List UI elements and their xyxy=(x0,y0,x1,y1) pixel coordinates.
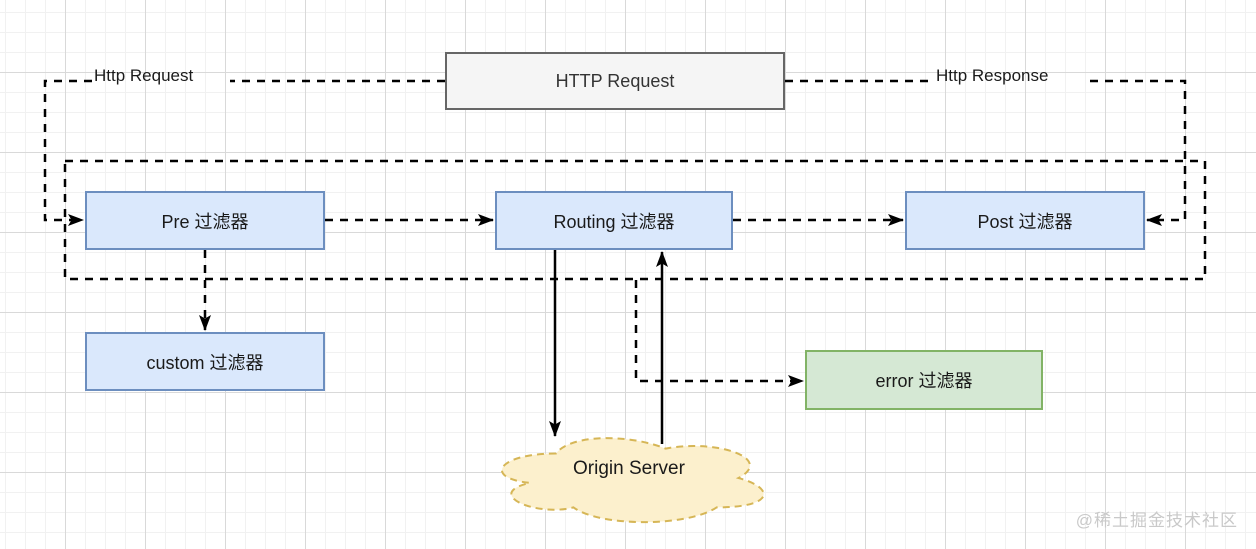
custom-filter-node: custom 过滤器 xyxy=(85,332,325,391)
routing-to-error-arrow xyxy=(634,280,804,387)
error-filter-label: error 过滤器 xyxy=(875,371,973,391)
pre-filter-node: Pre 过滤器 xyxy=(85,191,325,250)
http-request-label: HTTP Request xyxy=(555,70,675,91)
post-filter-label: Post 过滤器 xyxy=(977,211,1073,232)
routing-filter-label: Routing 过滤器 xyxy=(553,211,675,232)
origin-server-cloud xyxy=(501,437,765,524)
custom-filter-label: custom 过滤器 xyxy=(146,352,264,373)
routing-filter-node: Routing 过滤器 xyxy=(495,191,733,250)
origin-server-label: Origin Server xyxy=(573,458,685,479)
filter-chain-boundary xyxy=(63,159,1207,281)
http-request-flow-label: Http Request xyxy=(94,66,194,85)
post-filter-node: Post 过滤器 xyxy=(905,191,1145,250)
pre-filter-label: Pre 过滤器 xyxy=(161,211,249,232)
response-flow-line-b xyxy=(1090,79,1187,226)
http-response-flow-label: Http Response xyxy=(936,66,1049,85)
error-filter-node: error 过滤器 xyxy=(805,350,1043,410)
watermark: @稀土掘金技术社区 xyxy=(1075,511,1238,530)
http-request-node: HTTP Request xyxy=(445,52,785,110)
